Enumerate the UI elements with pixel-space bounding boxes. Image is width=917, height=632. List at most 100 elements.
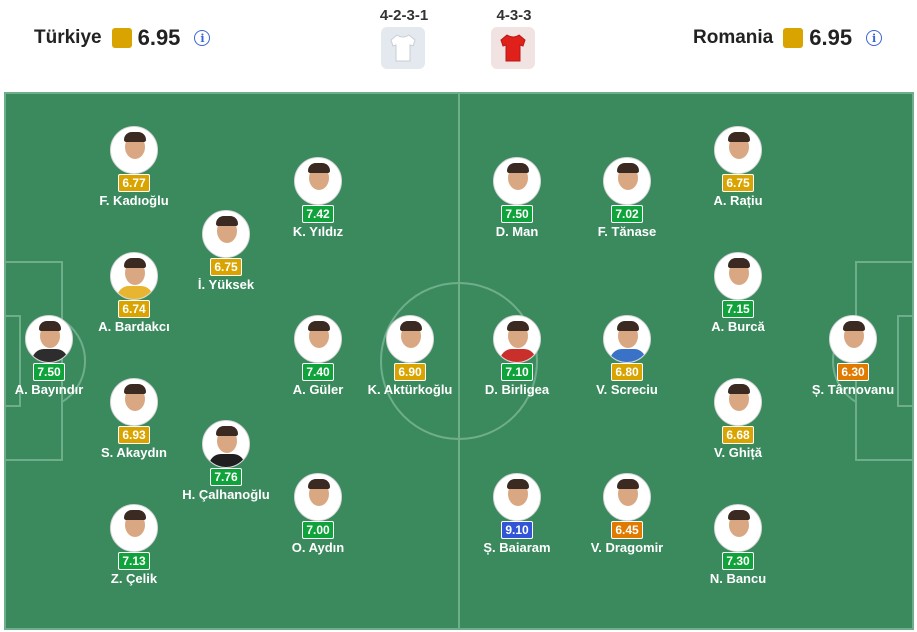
- player-avatar: [110, 504, 158, 552]
- player-avatar: [110, 378, 158, 426]
- player-avatar: [493, 473, 541, 521]
- player-kit: [721, 412, 757, 425]
- player-rating-badge: 6.75: [210, 258, 242, 276]
- player-kit: [610, 507, 646, 520]
- player-kit: [721, 538, 757, 551]
- player-rating-badge: 6.90: [394, 363, 426, 381]
- player-name: A. Bayındır: [14, 382, 84, 397]
- player-avatar: [829, 315, 877, 363]
- player-name: A. Rațiu: [713, 193, 763, 208]
- player-card[interactable]: 6.90 K. Aktürkoğlu: [355, 315, 465, 397]
- player-avatar: [202, 210, 250, 258]
- player-kit: [301, 191, 337, 204]
- away-kit-button[interactable]: [491, 27, 535, 69]
- home-team: Türkiye 6.95 i: [34, 25, 211, 51]
- player-kit: [500, 349, 536, 362]
- player-card[interactable]: 7.50 A. Bayındır: [0, 315, 104, 397]
- player-card[interactable]: 6.80 V. Screciu: [572, 315, 682, 397]
- player-avatar: [493, 315, 541, 363]
- player-avatar: [714, 252, 762, 300]
- player-card[interactable]: 7.40 A. Güler: [263, 315, 373, 397]
- player-name: K. Yıldız: [292, 224, 344, 239]
- player-kit: [301, 349, 337, 362]
- player-kit: [117, 412, 153, 425]
- player-rating-badge: 6.93: [118, 426, 150, 444]
- player-card[interactable]: 6.30 Ș. Târnovanu: [798, 315, 908, 397]
- home-info-icon[interactable]: i: [194, 30, 211, 46]
- home-team-rating: 6.95: [137, 25, 181, 50]
- player-card[interactable]: 9.10 Ș. Baiaram: [462, 473, 572, 555]
- player-card[interactable]: 7.42 K. Yıldız: [263, 157, 373, 239]
- player-kit: [393, 349, 429, 362]
- player-avatar: [714, 378, 762, 426]
- player-kit: [209, 454, 245, 467]
- player-avatar: [603, 315, 651, 363]
- player-name: F. Kadıoğlu: [99, 193, 169, 208]
- player-kit: [836, 349, 872, 362]
- player-name: O. Aydın: [291, 540, 345, 555]
- player-rating-badge: 6.74: [118, 300, 150, 318]
- away-info-icon[interactable]: i: [866, 30, 883, 46]
- home-kit-button[interactable]: [381, 27, 425, 69]
- player-rating-badge: 6.77: [118, 174, 150, 192]
- player-name: İ. Yüksek: [197, 277, 255, 292]
- player-card[interactable]: 7.76 H. Çalhanoğlu: [171, 420, 281, 502]
- player-kit: [610, 191, 646, 204]
- away-team-rating: 6.95: [809, 25, 853, 50]
- player-name: D. Birligea: [484, 382, 550, 397]
- player-kit: [500, 191, 536, 204]
- player-rating-badge: 6.68: [722, 426, 754, 444]
- player-name: Ș. Târnovanu: [811, 382, 895, 397]
- player-card[interactable]: 6.74 A. Bardakcı: [79, 252, 189, 334]
- player-kit: [117, 286, 153, 299]
- away-rating-square: [783, 28, 804, 48]
- player-kit: [721, 160, 757, 173]
- player-name: N. Bancu: [709, 571, 767, 586]
- player-card[interactable]: 6.75 İ. Yüksek: [171, 210, 281, 292]
- pitch: [4, 92, 914, 630]
- player-rating-badge: 7.50: [501, 205, 533, 223]
- home-formation: 4-2-3-1: [379, 7, 429, 24]
- player-card[interactable]: 7.00 O. Aydın: [263, 473, 373, 555]
- player-avatar: [110, 126, 158, 174]
- player-avatar: [294, 315, 342, 363]
- player-kit: [721, 286, 757, 299]
- player-rating-badge: 7.02: [611, 205, 643, 223]
- player-rating-badge: 7.42: [302, 205, 334, 223]
- home-shirt-icon: [390, 34, 416, 62]
- player-rating-badge: 7.50: [33, 363, 65, 381]
- player-kit: [209, 244, 245, 257]
- player-name: S. Akaydın: [101, 445, 167, 460]
- player-rating-badge: 7.10: [501, 363, 533, 381]
- player-name: Z. Çelik: [110, 571, 158, 586]
- player-name: V. Dragomir: [590, 540, 664, 555]
- player-card[interactable]: 6.75 A. Rațiu: [683, 126, 793, 208]
- player-avatar: [386, 315, 434, 363]
- player-name: V. Ghiță: [714, 445, 762, 460]
- player-card[interactable]: 6.45 V. Dragomir: [572, 473, 682, 555]
- player-kit: [117, 538, 153, 551]
- player-name: D. Man: [495, 224, 539, 239]
- player-card[interactable]: 6.77 F. Kadıoğlu: [79, 126, 189, 208]
- player-card[interactable]: 7.30 N. Bancu: [683, 504, 793, 586]
- player-kit: [32, 349, 68, 362]
- player-avatar: [202, 420, 250, 468]
- player-card[interactable]: 6.68 V. Ghiță: [683, 378, 793, 460]
- player-card[interactable]: 7.10 D. Birligea: [462, 315, 572, 397]
- player-kit: [610, 349, 646, 362]
- player-avatar: [603, 157, 651, 205]
- pitch-markings: [4, 92, 914, 630]
- player-rating-badge: 6.75: [722, 174, 754, 192]
- away-team-name: Romania: [693, 27, 774, 48]
- player-avatar: [493, 157, 541, 205]
- player-name: Ș. Baiaram: [483, 540, 551, 555]
- player-name: H. Çalhanoğlu: [182, 487, 270, 502]
- player-card[interactable]: 7.02 F. Tănase: [572, 157, 682, 239]
- player-name: F. Tănase: [597, 224, 657, 239]
- player-card[interactable]: 6.93 S. Akaydın: [79, 378, 189, 460]
- player-card[interactable]: 7.13 Z. Çelik: [79, 504, 189, 586]
- player-rating-badge: 7.40: [302, 363, 334, 381]
- player-kit: [301, 507, 337, 520]
- player-card[interactable]: 7.50 D. Man: [462, 157, 572, 239]
- player-card[interactable]: 7.15 A. Burcă: [683, 252, 793, 334]
